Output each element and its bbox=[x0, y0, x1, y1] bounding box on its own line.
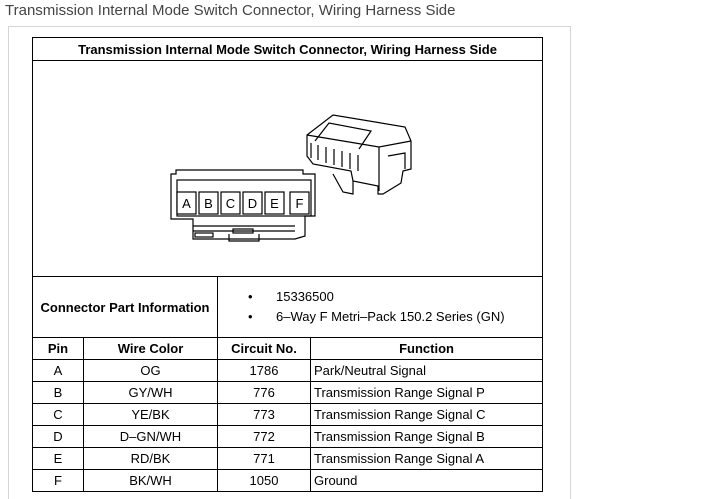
pin-label-f: F bbox=[296, 196, 304, 211]
page-title: Transmission Internal Mode Switch Connec… bbox=[5, 2, 456, 19]
connector-diagram: A B C D E F bbox=[31, 60, 544, 277]
pin-label-d: D bbox=[248, 196, 257, 211]
wire-color-cell: OG bbox=[83, 359, 218, 382]
table-row: C YE/BK 773 Transmission Range Signal C bbox=[32, 403, 544, 426]
pin-slot-b bbox=[198, 191, 219, 215]
content-frame bbox=[8, 26, 571, 499]
wire-color-cell: D–GN/WH bbox=[83, 425, 218, 448]
circuit-cell: 773 bbox=[217, 403, 311, 426]
pin-cell: F bbox=[32, 469, 84, 492]
pin-cell: E bbox=[32, 447, 84, 470]
pin-slot-c bbox=[220, 191, 241, 215]
pin-slot-e bbox=[264, 191, 285, 215]
table-row: D D–GN/WH 772 Transmission Range Signal … bbox=[32, 425, 544, 448]
circuit-cell: 1786 bbox=[217, 359, 311, 382]
col-header-circuit: Circuit No. bbox=[217, 337, 311, 360]
function-cell: Transmission Range Signal C bbox=[309, 403, 544, 426]
connector-info-list: •15336500 •6–Way F Metri–Pack 150.2 Seri… bbox=[216, 276, 544, 338]
pin-slot-d bbox=[242, 191, 263, 215]
pin-slots: A B C D E F bbox=[176, 191, 310, 215]
function-cell: Transmission Range Signal A bbox=[309, 447, 544, 470]
wire-color-cell: RD/BK bbox=[83, 447, 218, 470]
pin-cell: D bbox=[32, 425, 84, 448]
function-cell: Park/Neutral Signal bbox=[309, 359, 544, 382]
wire-color-cell: GY/WH bbox=[83, 381, 218, 404]
col-header-pin: Pin bbox=[32, 337, 84, 360]
function-cell: Transmission Range Signal B bbox=[309, 425, 544, 448]
function-cell: Ground bbox=[309, 469, 544, 492]
col-header-wire-color: Wire Color bbox=[83, 337, 218, 360]
pin-label-c: C bbox=[226, 196, 235, 211]
pin-slot-a bbox=[176, 191, 197, 215]
connector-table: Transmission Internal Mode Switch Connec… bbox=[31, 37, 544, 492]
wire-color-cell: BK/WH bbox=[83, 469, 218, 492]
table-row: E RD/BK 771 Transmission Range Signal A bbox=[32, 447, 544, 470]
part-number: •15336500 bbox=[248, 289, 334, 304]
table-row: F BK/WH 1050 Ground bbox=[32, 469, 544, 492]
pin-cell: B bbox=[32, 381, 84, 404]
function-cell: Transmission Range Signal P bbox=[309, 381, 544, 404]
pin-slot-f bbox=[289, 191, 310, 215]
pin-cell: C bbox=[32, 403, 84, 426]
circuit-cell: 771 bbox=[217, 447, 311, 470]
table-row: A OG 1786 Park/Neutral Signal bbox=[32, 359, 544, 382]
col-header-function: Function bbox=[309, 337, 544, 360]
circuit-cell: 772 bbox=[217, 425, 311, 448]
table-header: Transmission Internal Mode Switch Connec… bbox=[31, 37, 544, 61]
pin-label-e: E bbox=[270, 196, 279, 211]
circuit-cell: 1050 bbox=[217, 469, 311, 492]
table-row: B GY/WH 776 Transmission Range Signal P bbox=[32, 381, 544, 404]
connector-info-label: Connector Part Information bbox=[32, 276, 218, 338]
connector-illustration: A B C D E F bbox=[170, 114, 412, 242]
circuit-cell: 776 bbox=[217, 381, 311, 404]
pin-label-b: B bbox=[204, 196, 213, 211]
pin-label-a: A bbox=[182, 196, 191, 211]
connector-series: •6–Way F Metri–Pack 150.2 Series (GN) bbox=[248, 309, 505, 324]
wire-color-cell: YE/BK bbox=[83, 403, 218, 426]
pin-cell: A bbox=[32, 359, 84, 382]
